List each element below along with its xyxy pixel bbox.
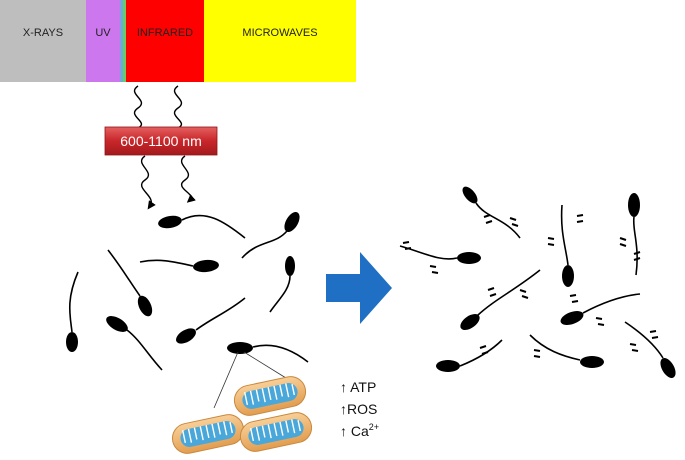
band-visible-blue xyxy=(120,0,123,82)
sperm-cell-activated xyxy=(547,204,584,287)
mitochondrion xyxy=(233,376,307,416)
band-label-uv: UV xyxy=(95,27,111,39)
effect-atp: ↑ ATP xyxy=(340,379,376,395)
wavy-arrow-icon xyxy=(180,155,196,203)
mitochondrion xyxy=(239,412,313,452)
mitochondrion xyxy=(171,414,245,454)
right-arrow-icon xyxy=(326,252,392,324)
band-uv xyxy=(86,0,120,82)
wavy-arrow-icon xyxy=(140,155,156,210)
wavelength-label: 600-1100 nm xyxy=(120,133,201,149)
motion-marks xyxy=(487,287,529,299)
sperm-cell xyxy=(158,214,246,239)
motion-marks xyxy=(483,214,519,227)
band-label-x-rays: X-RAYS xyxy=(23,27,63,39)
sperm-cell xyxy=(241,212,300,259)
effect-calcium-base: ↑ Ca xyxy=(340,423,369,439)
sperm-cell xyxy=(176,297,246,344)
band-microwaves xyxy=(204,0,356,82)
sperm-group-before xyxy=(66,212,309,371)
motion-marks xyxy=(533,349,541,358)
effect-calcium: ↑ Ca2+ xyxy=(340,422,379,439)
mitochondria-group xyxy=(171,376,313,454)
motion-marks xyxy=(479,345,489,355)
sperm-cell-activated xyxy=(462,186,521,239)
motion-marks xyxy=(547,214,584,246)
sperm-cell-activated xyxy=(460,269,541,330)
electromagnetic-spectrum: X-RAYS UV INFRARED MICROWAVES xyxy=(0,0,356,82)
motion-marks xyxy=(402,241,439,274)
sperm-cell xyxy=(227,342,309,363)
light-rays xyxy=(133,85,196,210)
sperm-cell-activated xyxy=(619,193,641,276)
effect-ros: ↑ROS xyxy=(340,401,377,417)
sperm-cell-activated xyxy=(624,321,676,378)
wavy-arrow-icon xyxy=(173,85,183,129)
motion-marks xyxy=(619,237,641,261)
sperm-cell xyxy=(66,271,79,352)
zoom-lines xyxy=(213,351,287,409)
band-x-rays xyxy=(0,0,86,82)
sperm-cell-activated xyxy=(436,339,503,372)
wavy-arrow-icon xyxy=(133,85,143,129)
sperm-cell xyxy=(139,259,219,273)
effect-calcium-superscript: 2+ xyxy=(369,422,379,432)
sperm-cell-activated xyxy=(560,293,641,326)
sperm-cell xyxy=(269,256,295,313)
sperm-group-after xyxy=(399,186,676,378)
band-label-microwaves: MICROWAVES xyxy=(242,27,317,39)
band-label-infrared: INFRARED xyxy=(137,27,193,39)
band-visible-green xyxy=(123,0,126,82)
motion-marks xyxy=(629,330,659,352)
motion-marks xyxy=(569,294,605,326)
wavelength-label-box: 600-1100 nm xyxy=(104,126,218,156)
effects-list: ↑ ATP ↑ROS ↑ Ca2+ xyxy=(340,379,379,439)
sperm-cell xyxy=(106,316,163,371)
sperm-cell-activated xyxy=(529,334,604,368)
band-infrared xyxy=(126,0,204,82)
sperm-cell xyxy=(107,249,153,317)
sperm-cell-activated xyxy=(399,241,481,274)
